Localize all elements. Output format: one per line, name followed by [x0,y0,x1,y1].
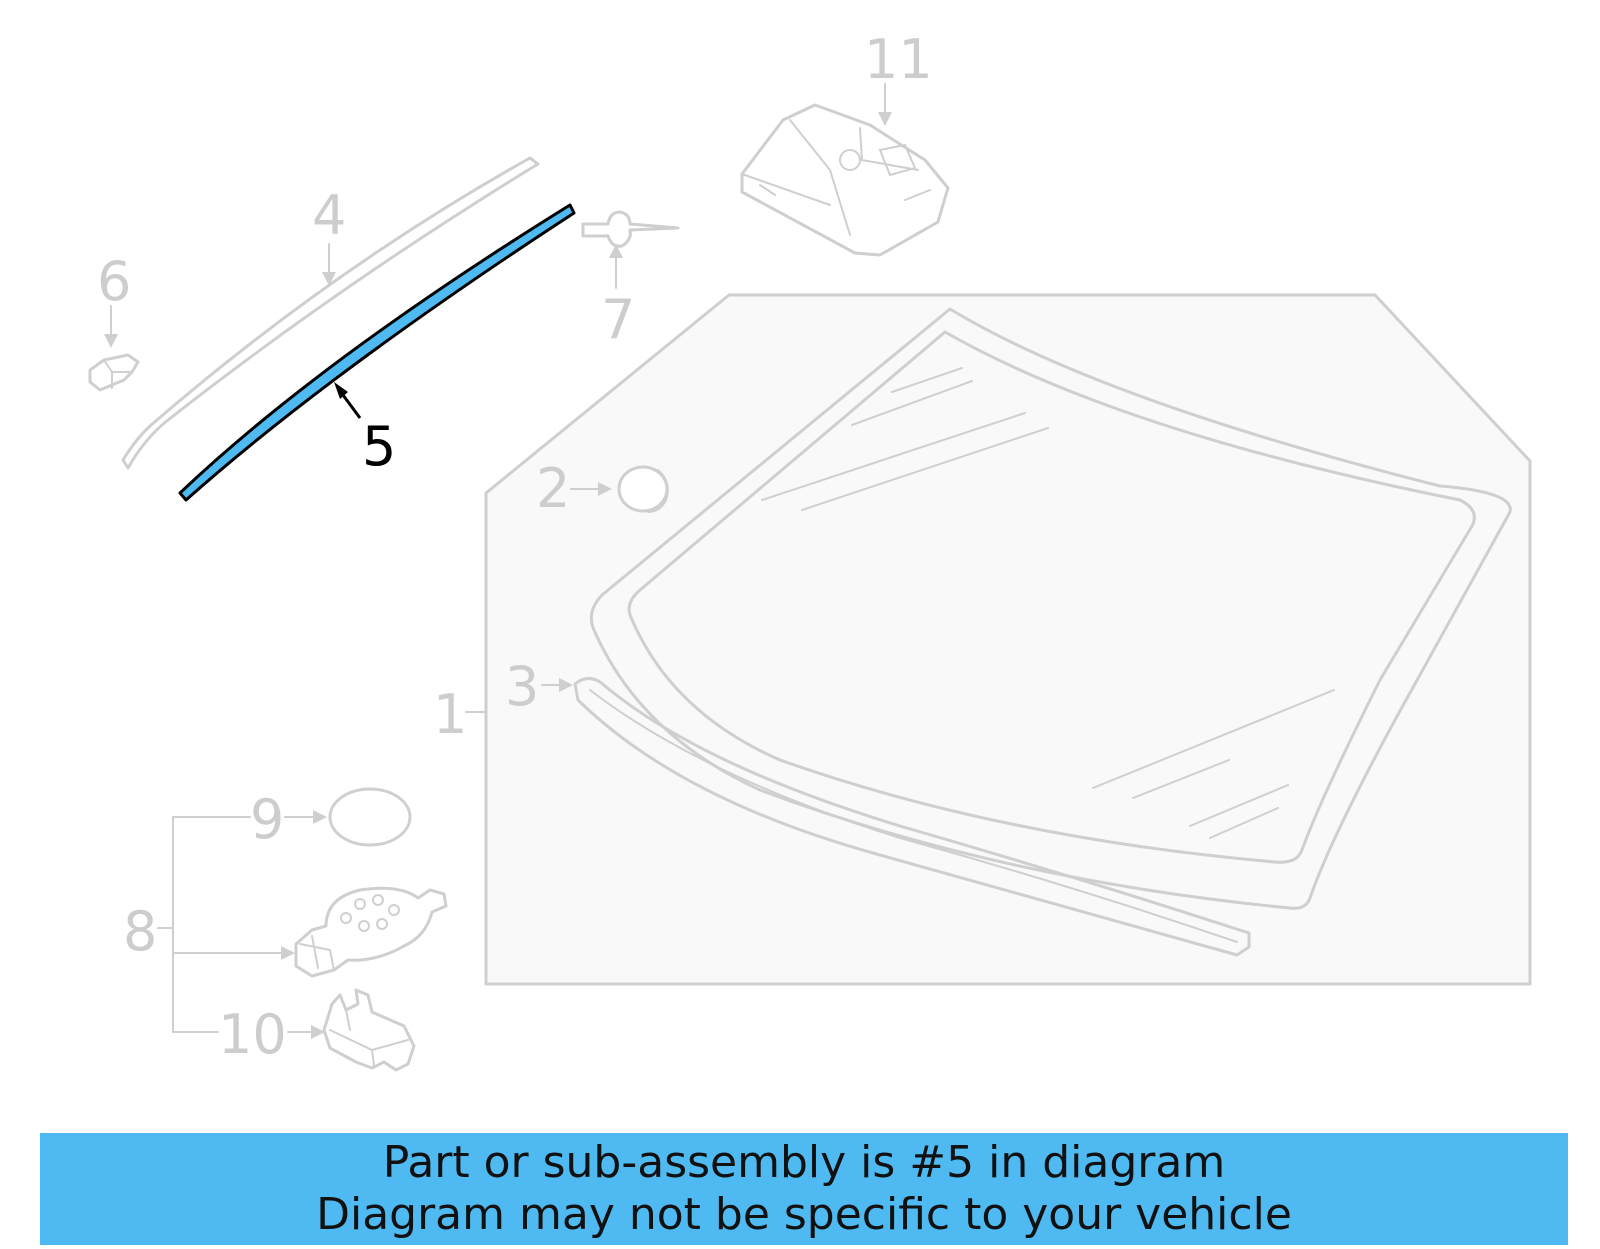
info-banner: Part or sub-assembly is #5 in diagram Di… [40,1133,1568,1245]
banner-line-2: Diagram may not be specific to your vehi… [316,1189,1292,1240]
banner-line-1: Part or sub-assembly is #5 in diagram [382,1137,1226,1188]
callout-10: 10 [218,1003,287,1066]
upper-molding-part-4 [121,156,540,470]
highlighted-molding-part-5 [178,203,576,502]
push-pin-part-7 [581,210,680,248]
callout-5: 5 [362,415,396,478]
callout-labels: 11 4 6 7 5 2 3 1 9 8 10 [97,28,933,1066]
callout-6: 6 [97,250,131,313]
callout-3: 3 [505,655,539,718]
callout-11: 11 [864,28,933,91]
clip-part-2 [617,465,669,513]
callout-2: 2 [536,457,570,520]
leader-lines [104,83,892,1039]
clip-part-6 [88,353,140,392]
ring-part-9 [328,787,412,847]
bracket-part-10 [322,988,416,1072]
callout-1: 1 [433,683,467,746]
callout-4: 4 [312,184,346,247]
callout-9: 9 [250,788,284,851]
callout-8: 8 [123,900,157,963]
rain-sensor-part-8 [294,886,448,978]
sensor-bracket-part-11 [740,103,950,257]
callout-7: 7 [601,288,635,351]
lower-molding-strip [573,677,1251,957]
